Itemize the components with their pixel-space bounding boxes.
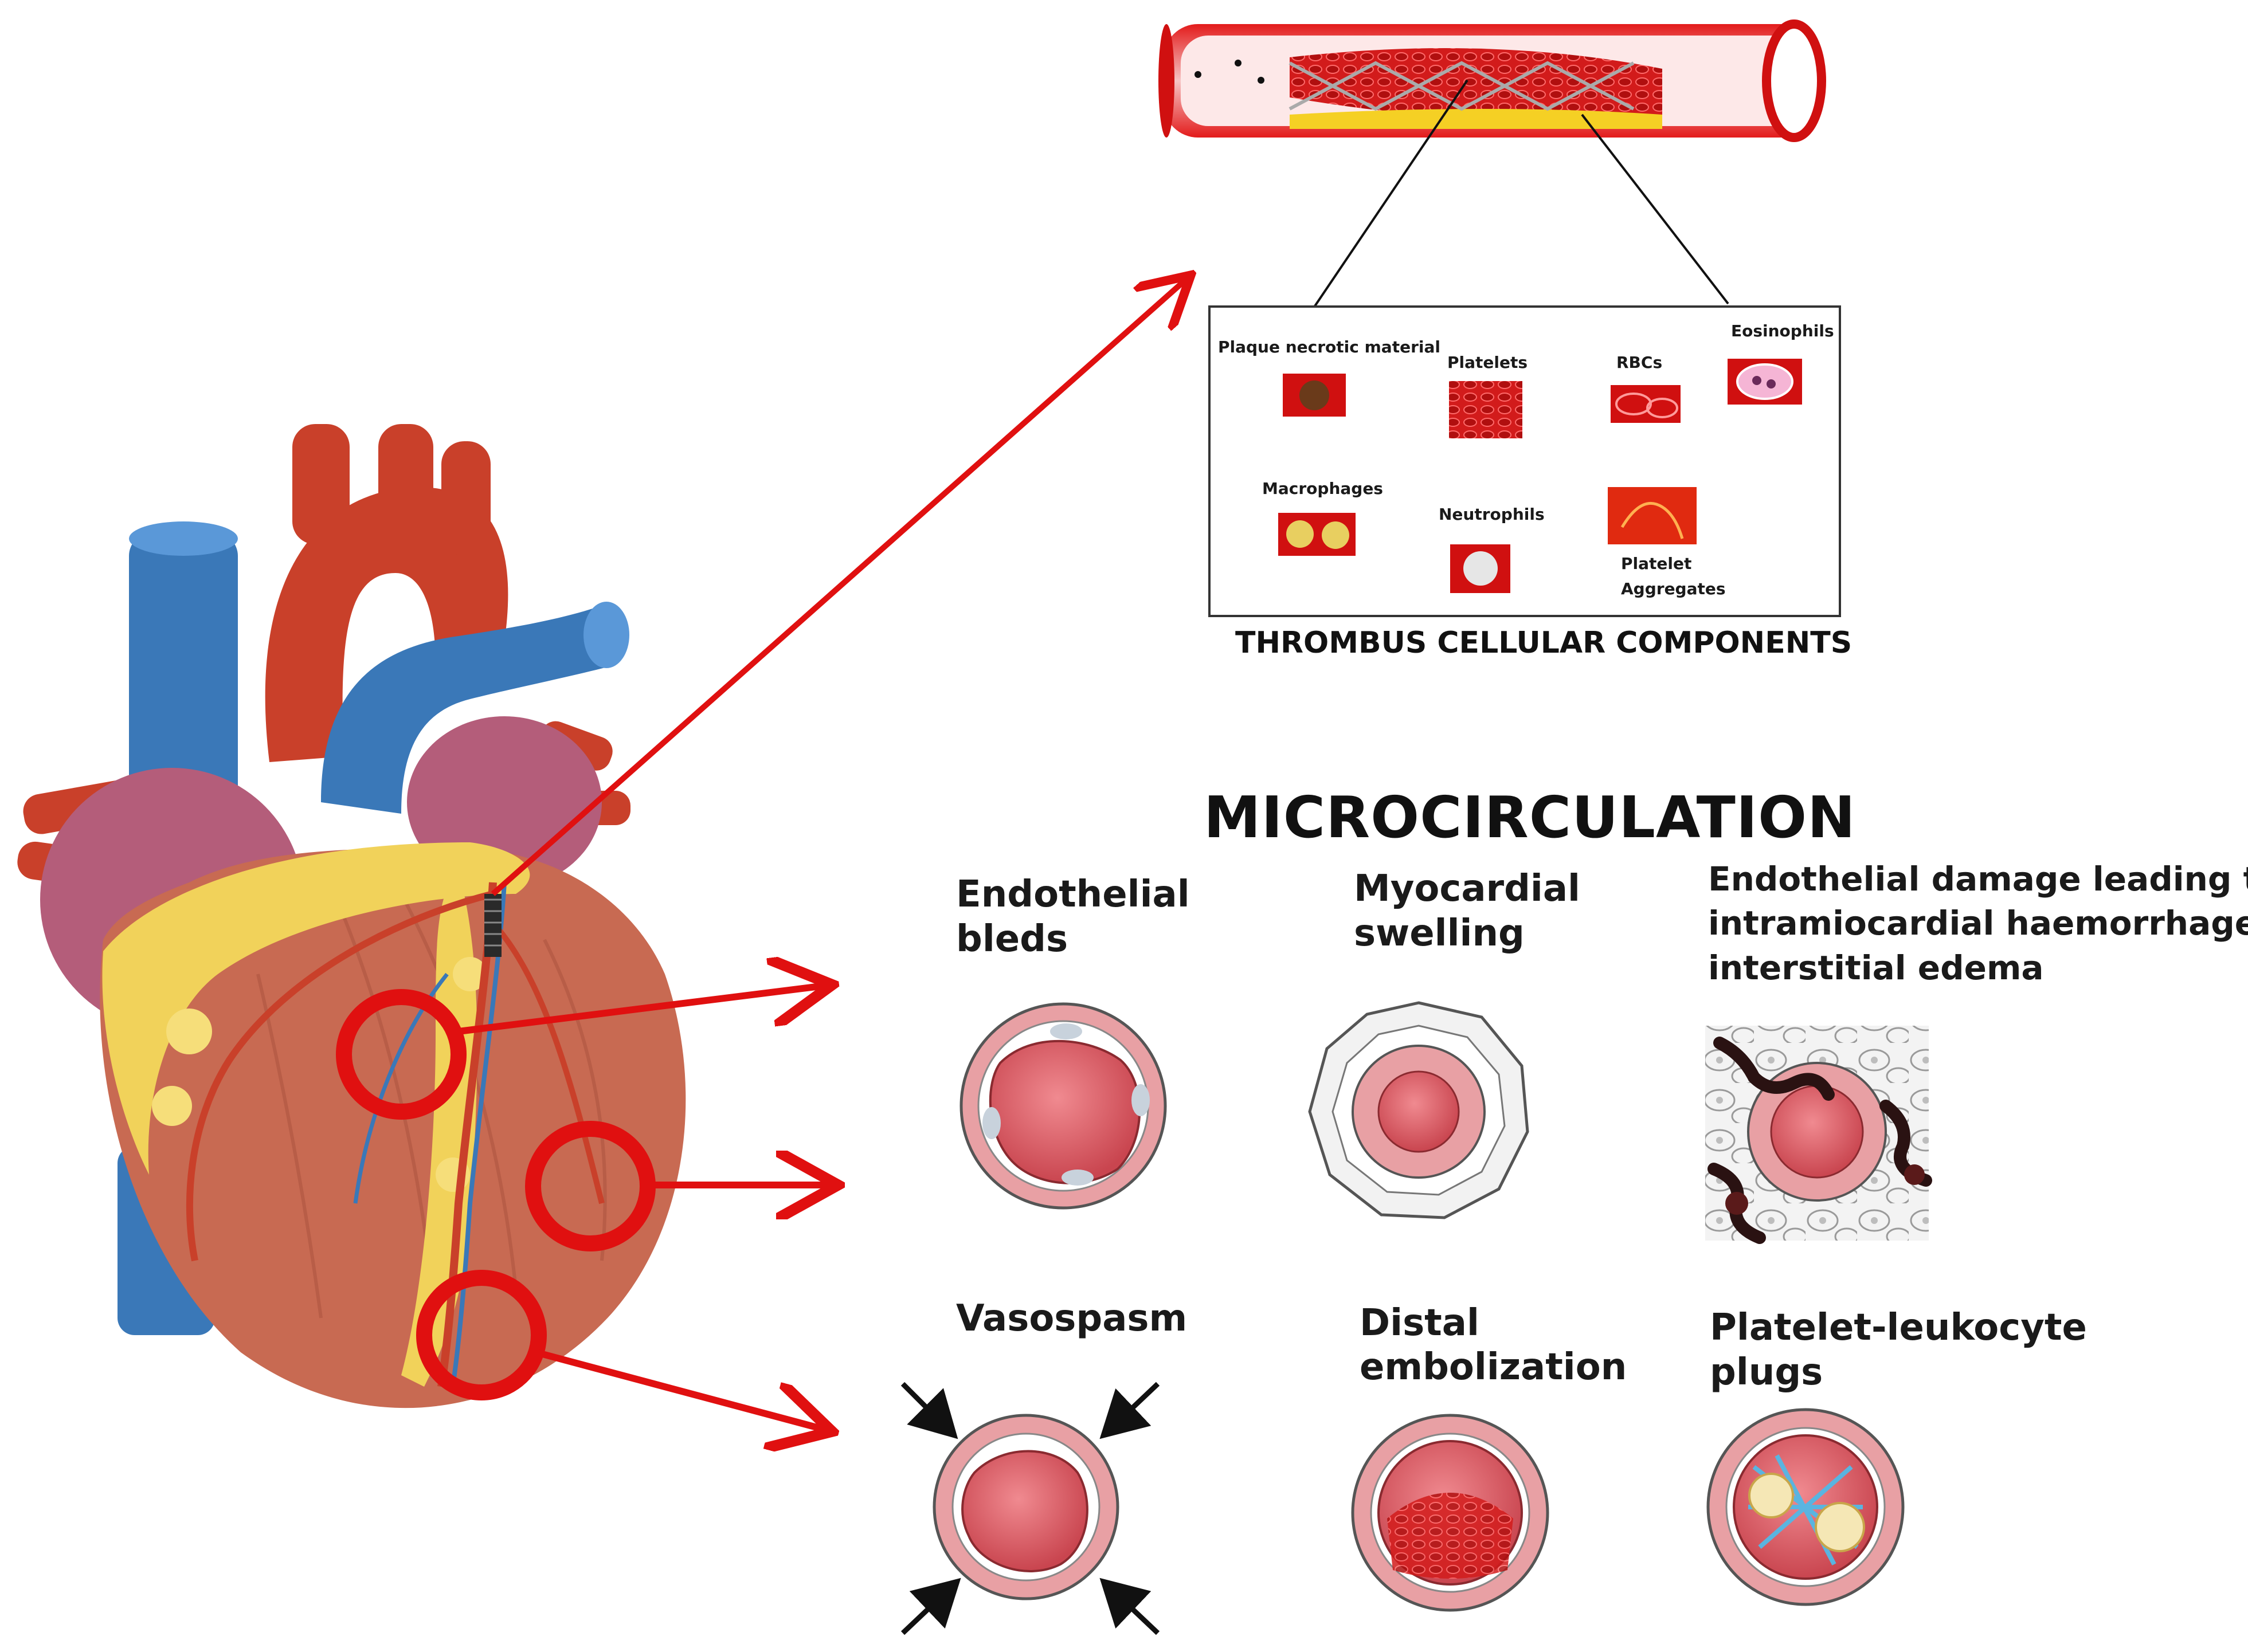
artery-thrombus-tube: [1158, 19, 1826, 142]
heart-illustration: [17, 424, 686, 1408]
vessel-vasospasm: [900, 1382, 1160, 1635]
panel-myocardial-swelling-line1: Myocardial: [1354, 868, 1580, 910]
label-rbcs: RBCs: [1616, 353, 1663, 372]
zoom-lines: [1311, 79, 1729, 311]
thrombus-components-title: THROMBUS CELLULAR COMPONENTS: [1235, 626, 1853, 660]
label-eosinophils: Eosinophils: [1731, 321, 1834, 340]
panel-endothelial-bleds-line2: bleds: [956, 918, 1068, 960]
panel-haemorrhage-line1: Endothelial damage leading to: [1708, 860, 2248, 898]
panel-vasospasm: Vasospasm: [956, 1297, 1188, 1340]
vessel-endothelial-bleds: [959, 1002, 1167, 1210]
panel-myocardial-swelling-line2: swelling: [1354, 912, 1525, 955]
label-platelet-aggregates-line1: Platelet: [1621, 554, 1692, 573]
panel-platelet-leukocyte-line2: plugs: [1710, 1351, 1823, 1394]
label-platelet-aggregates-line2: Aggregates: [1621, 579, 1726, 598]
panel-platelet-leukocyte-line1: Platelet-leukocyte: [1710, 1306, 2087, 1349]
platelets-swatch: [1449, 381, 1522, 438]
callout-arrows: [458, 279, 1186, 1430]
label-neutrophils: Neutrophils: [1439, 505, 1545, 524]
aggregates-swatch: [1608, 487, 1697, 544]
thrombus-components-box: [1208, 305, 1841, 617]
label-macrophages: Macrophages: [1262, 479, 1383, 498]
vessel-platelet-leukocyte-plugs: [1706, 1408, 1905, 1606]
vessel-myocardial-swelling: [1308, 1001, 1529, 1219]
panel-distal-embolization-line2: embolization: [1360, 1346, 1627, 1388]
panel-haemorrhage-line3: interstitial edema: [1708, 948, 2044, 987]
vessel-distal-embolization: [1351, 1414, 1549, 1612]
microcirculation-title: MICROCIRCULATION: [1204, 784, 1856, 851]
rbc-swatch: [1611, 385, 1681, 423]
label-plaque-necrotic-material: Plaque necrotic material: [1218, 338, 1440, 356]
vessel-haemorrhage-edema: [1705, 1026, 1932, 1244]
panel-haemorrhage-line2: intramiocardial haemorrhage and: [1708, 904, 2248, 943]
label-platelets: Platelets: [1447, 353, 1528, 372]
panel-endothelial-bleds-line1: Endothelial: [956, 873, 1190, 916]
component-swatches: [1278, 359, 1802, 593]
panel-distal-embolization-line1: Distal: [1360, 1302, 1479, 1344]
